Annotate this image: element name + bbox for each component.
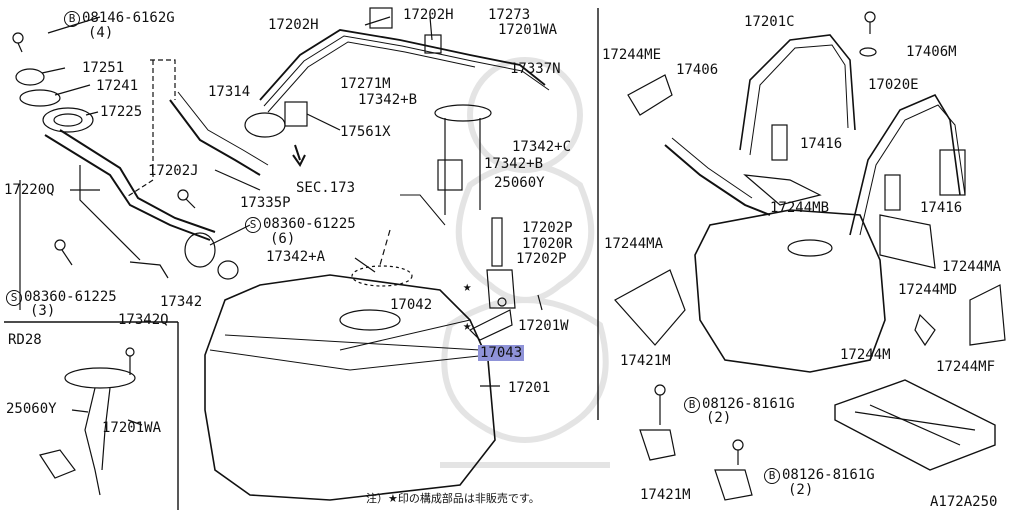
part-17337n[interactable]: 17337N bbox=[510, 61, 561, 77]
part-17244m[interactable]: 17244M bbox=[840, 347, 891, 363]
filler-cap-shape bbox=[15, 68, 45, 86]
part-17201w[interactable]: 17201W bbox=[518, 318, 569, 334]
part-17202p-b[interactable]: 17202P bbox=[516, 251, 567, 267]
part-17202h-b[interactable]: 17202H bbox=[403, 7, 454, 23]
part-17201[interactable]: 17201 bbox=[508, 380, 551, 396]
section-ref-173[interactable]: SEC.173 bbox=[296, 180, 356, 196]
part-17020e[interactable]: 17020E bbox=[868, 77, 919, 93]
part-17043-highlighted[interactable]: 17043 bbox=[478, 345, 525, 361]
part-17406m[interactable]: 17406M bbox=[906, 44, 957, 60]
part-17335p[interactable]: 17335P bbox=[240, 195, 291, 211]
screw-marker-icon: S bbox=[245, 217, 261, 233]
diagram-code: A172A250 bbox=[930, 494, 998, 510]
part-25060y[interactable]: 25060Y bbox=[494, 175, 545, 191]
bolt-marker-icon: B bbox=[764, 468, 780, 484]
part-17244ma-right[interactable]: 17244MA bbox=[942, 259, 1002, 275]
bolt-qty: (4) bbox=[88, 25, 114, 41]
screw-marker-icon: S bbox=[6, 290, 22, 306]
star-marker-icon: ★ bbox=[463, 318, 472, 334]
screw-qty-mid: (6) bbox=[270, 231, 296, 247]
bolt-icon bbox=[12, 32, 24, 53]
watermark-emblem-icon bbox=[440, 57, 610, 468]
part-17244md[interactable]: 17244MD bbox=[898, 282, 958, 298]
part-17421m-a[interactable]: 17421M bbox=[620, 353, 671, 369]
part-17342a[interactable]: 17342+A bbox=[266, 249, 326, 265]
part-17421m-b[interactable]: 17421M bbox=[640, 487, 691, 503]
bolt-qty-a: (2) bbox=[706, 410, 732, 426]
part-17244me[interactable]: 17244ME bbox=[602, 47, 662, 63]
part-17251[interactable]: 17251 bbox=[82, 60, 125, 76]
part-17561x[interactable]: 17561X bbox=[340, 124, 391, 140]
part-17244mb[interactable]: 17244MB bbox=[770, 200, 830, 216]
part-17416-b[interactable]: 17416 bbox=[920, 200, 963, 216]
bolt-qty-b: (2) bbox=[788, 482, 814, 498]
part-17342[interactable]: 17342 bbox=[160, 294, 203, 310]
inset-title: RD28 bbox=[8, 332, 42, 348]
inset-part-25060y[interactable]: 25060Y bbox=[6, 401, 57, 417]
footnote: 注）★印の構成部品は非販売です。 bbox=[366, 492, 540, 505]
bolt-marker-icon: B bbox=[684, 397, 700, 413]
part-17244mf[interactable]: 17244MF bbox=[936, 359, 996, 375]
part-17271m[interactable]: 17271M bbox=[340, 76, 391, 92]
part-17225[interactable]: 17225 bbox=[100, 104, 143, 120]
part-17201wa[interactable]: 17201WA bbox=[498, 22, 558, 38]
part-17220q[interactable]: 17220Q bbox=[4, 182, 55, 198]
part-17020r[interactable]: 17020R bbox=[522, 236, 573, 252]
part-17314[interactable]: 17314 bbox=[208, 84, 251, 100]
part-17241[interactable]: 17241 bbox=[96, 78, 139, 94]
part-17042[interactable]: 17042 bbox=[390, 297, 433, 313]
part-17342b-b[interactable]: 17342+B bbox=[484, 156, 544, 172]
star-marker-icon: ★ bbox=[463, 279, 472, 295]
screw-qty-left: (3) bbox=[30, 303, 56, 319]
part-17342q[interactable]: 17342Q bbox=[118, 312, 169, 328]
inset-part-17201wa[interactable]: 17201WA bbox=[102, 420, 162, 436]
part-17202p-a[interactable]: 17202P bbox=[522, 220, 573, 236]
part-17201c[interactable]: 17201C bbox=[744, 14, 795, 30]
part-17244ma-left[interactable]: 17244MA bbox=[604, 236, 664, 252]
part-17406[interactable]: 17406 bbox=[676, 62, 719, 78]
part-17416-a[interactable]: 17416 bbox=[800, 136, 843, 152]
part-17342c[interactable]: 17342+C bbox=[512, 139, 572, 155]
part-17273[interactable]: 17273 bbox=[488, 7, 531, 23]
bolt-marker-icon: B bbox=[64, 11, 80, 27]
part-17202h-a[interactable]: 17202H bbox=[268, 17, 319, 33]
part-17342b-a[interactable]: 17342+B bbox=[358, 92, 418, 108]
part-17202j[interactable]: 17202J bbox=[148, 163, 199, 179]
